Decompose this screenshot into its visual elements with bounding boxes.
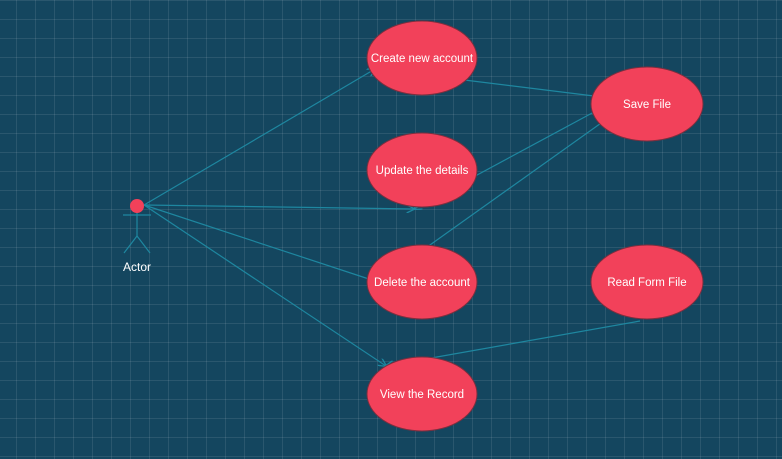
use-case-ellipse [366, 20, 478, 96]
connector-actor-to-update [143, 204, 414, 209]
use-case-label: Create new account [371, 53, 474, 65]
actor-label: Actor [123, 260, 151, 274]
actor-figure[interactable]: Actor [123, 199, 151, 274]
use-case-label: View the Record [380, 389, 464, 401]
connector-actor-to-view [143, 204, 386, 366]
actor-left-leg [123, 235, 138, 254]
actor-head [130, 199, 144, 213]
use-case-create-account[interactable]: Create new account [366, 20, 478, 96]
use-case-label: Update the details [376, 165, 469, 177]
use-case-label: Delete the account [374, 277, 471, 289]
connector-actor-to-create [143, 69, 375, 206]
use-case-read-form-file[interactable]: Read Form File [590, 244, 704, 320]
use-case-view-record[interactable]: View the Record [366, 356, 478, 432]
use-case-ellipse [366, 356, 478, 432]
connection-group [143, 69, 641, 366]
use-case-ellipse [590, 66, 704, 142]
use-case-save-file[interactable]: Save File [590, 66, 704, 142]
use-case-ellipse [590, 244, 704, 320]
actor-right-leg [136, 235, 151, 254]
use-case-label: Read Form File [607, 277, 686, 289]
use-case-label: Save File [623, 99, 671, 111]
use-case-ellipse [366, 244, 478, 320]
connector-actor-to-delete [143, 204, 379, 283]
use-case-delete-account[interactable]: Delete the account [366, 244, 478, 320]
use-case-ellipse [366, 132, 478, 208]
use-case-update-details[interactable]: Update the details [366, 132, 478, 208]
